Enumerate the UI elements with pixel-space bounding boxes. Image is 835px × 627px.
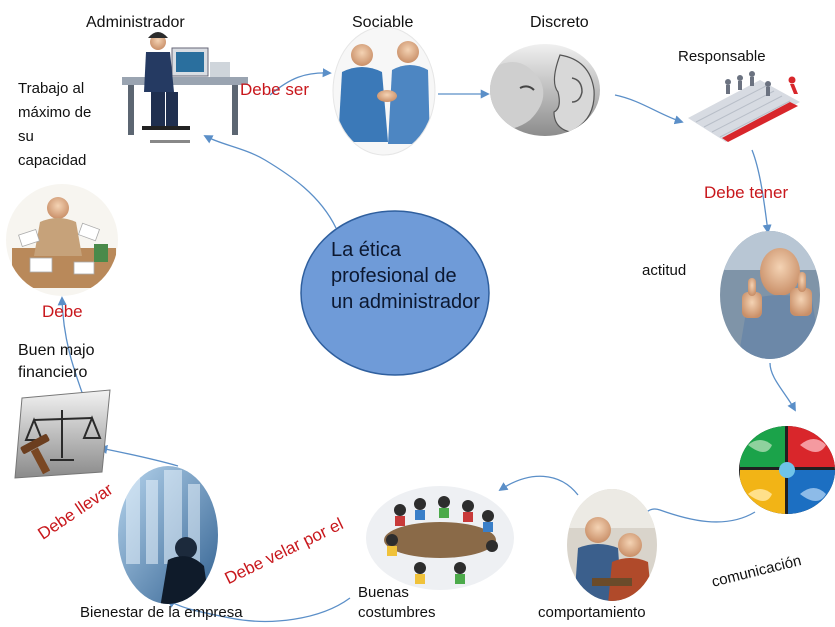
arrow-to-comunicacion — [769, 362, 796, 412]
node-bienestar: Bienestar de la empresa — [80, 604, 243, 621]
node-discreto: Discreto — [530, 14, 589, 31]
connector-debe-ser: Debe ser — [240, 80, 309, 99]
node-trabajo-line1: Trabajo al — [18, 80, 85, 97]
node-responsable: Responsable — [678, 48, 766, 65]
node-comportamiento: comportamiento — [538, 604, 646, 621]
connector-debe-tener: Debe tener — [704, 183, 789, 202]
connector-arrows — [57, 68, 796, 622]
node-buen-majo-line1: Buen majo — [18, 342, 95, 359]
administrator-desk-icon — [122, 32, 248, 143]
arrow-to-buenas-costumbres — [498, 475, 579, 496]
whisper-ear-icon — [490, 44, 600, 136]
node-administrador: Administrador — [86, 14, 185, 31]
arrow-to-sociable — [269, 68, 332, 96]
connector-debe: Debe — [42, 302, 83, 321]
faces-puzzle-icon — [739, 426, 835, 514]
arrow-to-bienestar — [166, 597, 351, 622]
node-buenas-costumbres-line2: costumbres — [358, 604, 436, 621]
arrow-to-debe — [57, 296, 85, 399]
handshake-icon — [333, 27, 435, 155]
thumbs-up-icon — [720, 231, 820, 359]
node-trabajo-line3: su — [18, 128, 34, 145]
center-ellipse — [300, 210, 490, 376]
stressed-worker-icon — [6, 184, 118, 296]
meeting-people-icon — [567, 489, 657, 601]
businessman-window-icon — [118, 466, 218, 604]
scales-of-justice-icon — [14, 389, 111, 479]
node-trabajo-line2: máximo de — [18, 104, 92, 121]
arrow-center-to-administrador — [203, 135, 337, 229]
node-trabajo-line4: capacidad — [18, 152, 87, 169]
stair-race-icon — [688, 71, 800, 142]
node-actitud: actitud — [642, 262, 687, 279]
center-title: La ética profesional de un administrador — [331, 239, 480, 313]
node-sociable: Sociable — [352, 14, 414, 31]
arrow-to-responsable — [614, 94, 684, 125]
node-buen-majo-line2: financiero — [18, 364, 88, 381]
arrow-to-actitud — [751, 149, 772, 234]
node-buenas-costumbres-line1: Buenas — [358, 584, 409, 601]
arrow-to-buen-majo — [98, 444, 179, 467]
arrow-to-comportamiento — [636, 508, 756, 530]
classroom-meeting-icon — [366, 486, 514, 590]
